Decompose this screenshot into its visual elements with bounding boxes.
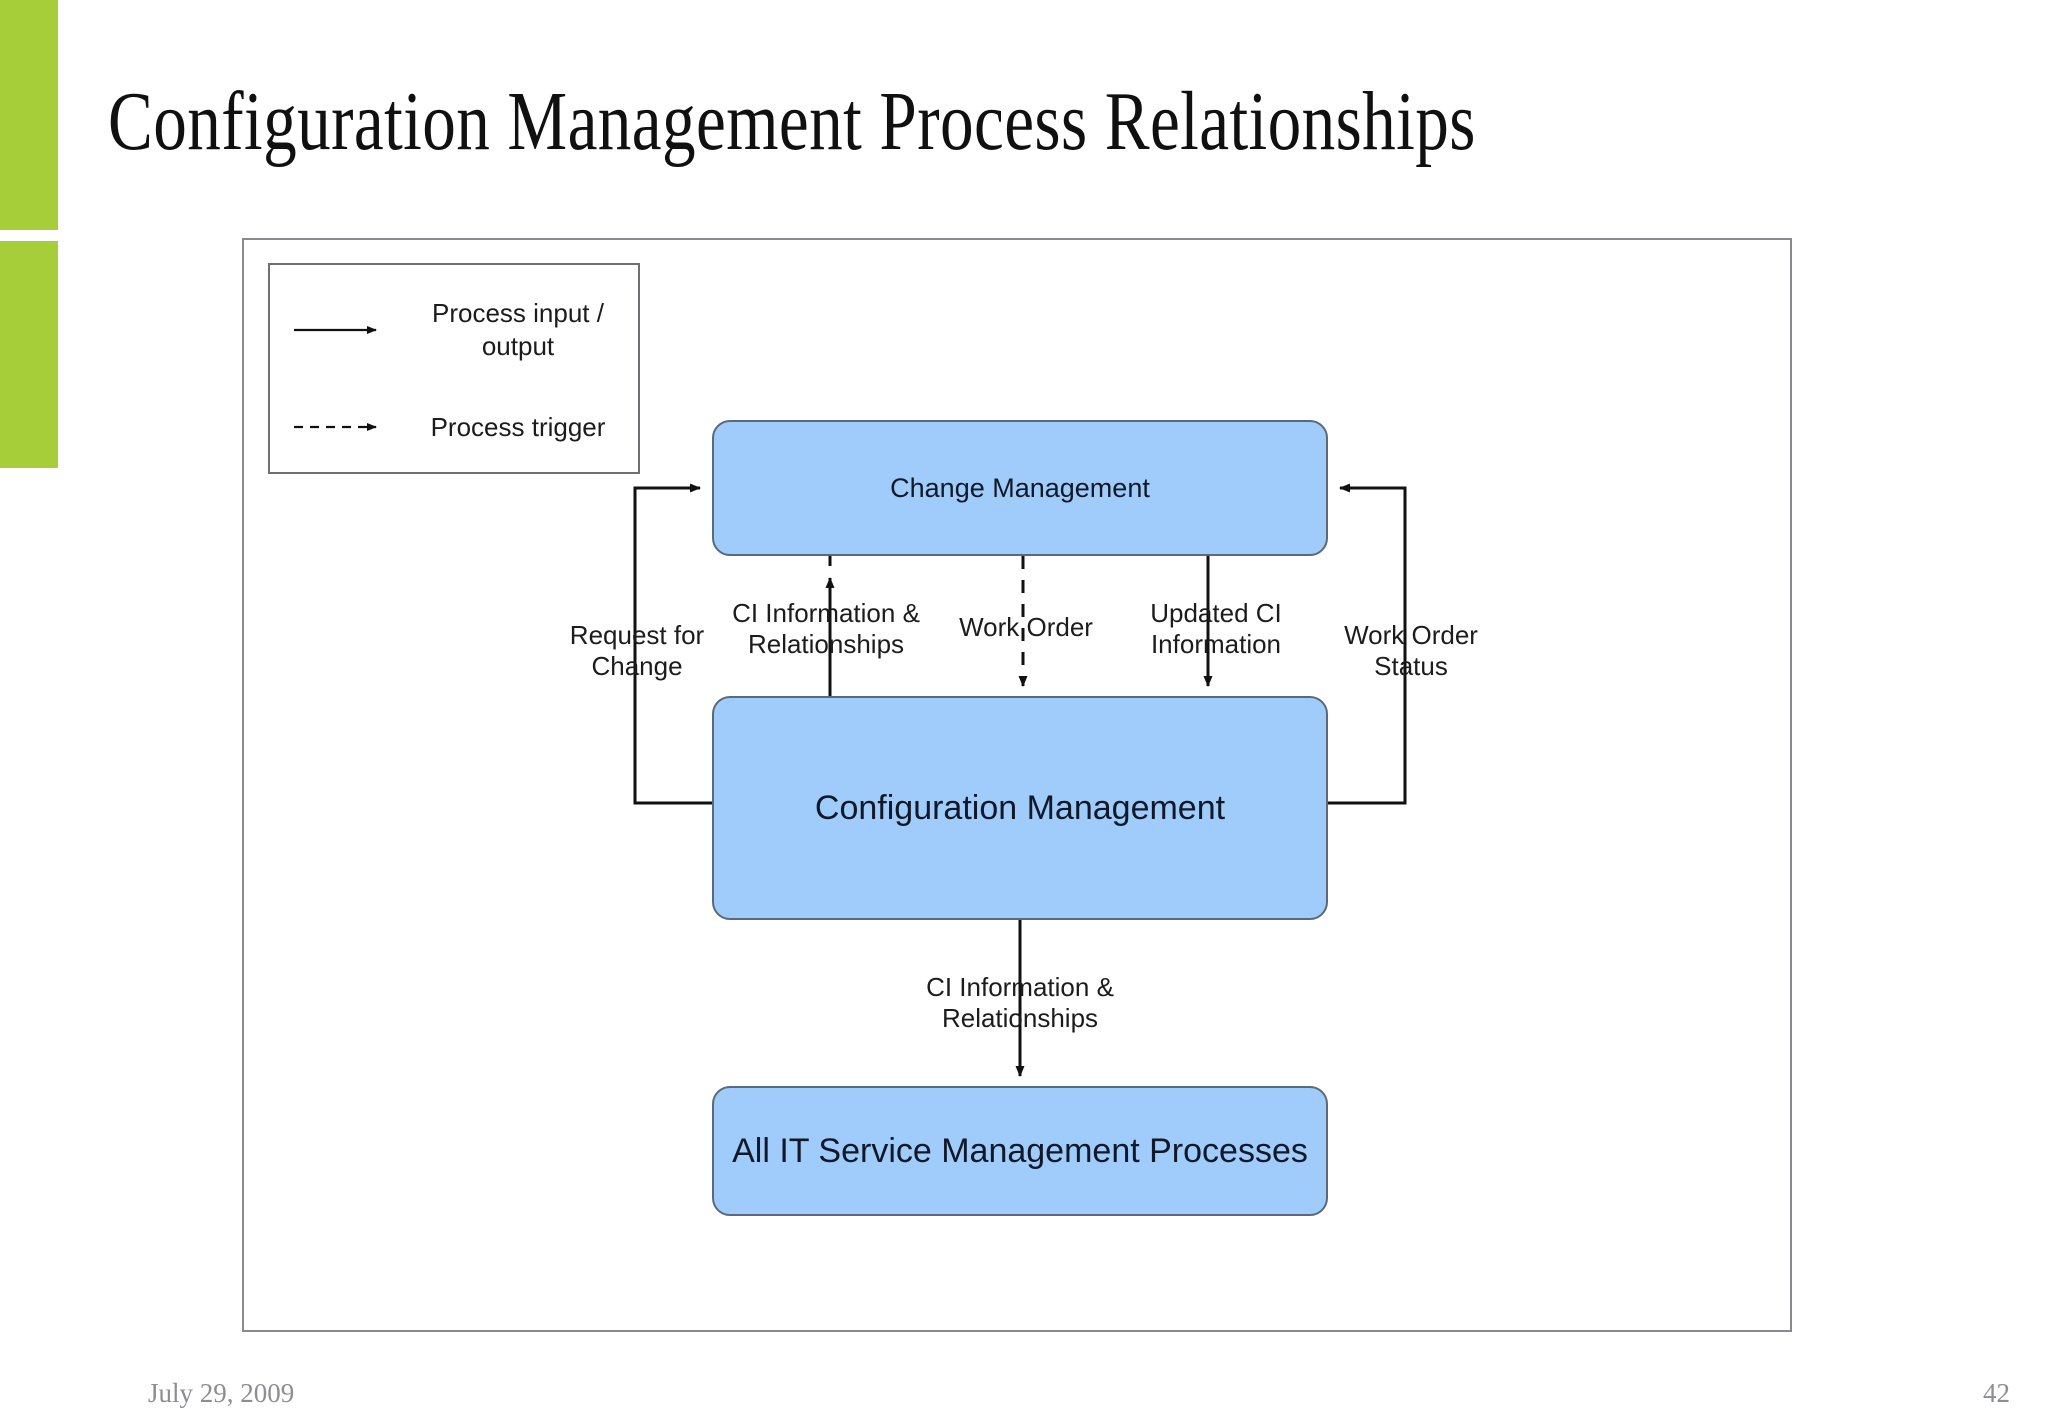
- node-change-management[interactable]: Change Management: [712, 420, 1328, 556]
- edge-label-request-for-change: Request for Change: [569, 620, 705, 682]
- legend-label-process-input-output: Process input / output: [432, 298, 604, 361]
- node-all-itsm-processes[interactable]: All IT Service Management Processes: [712, 1086, 1328, 1216]
- legend-item-process-trigger: Process trigger: [292, 411, 618, 444]
- page-title: Configuration Management Process Relatio…: [108, 75, 1476, 168]
- edge-label-ci-information-relationships-down: CI Information & Relationships: [926, 972, 1114, 1034]
- node-label-all-itsm-processes: All IT Service Management Processes: [732, 1131, 1308, 1170]
- edge-label-work-order-status: Work Order Status: [1344, 620, 1478, 682]
- edge-label-ci-information-relationships-up: CI Information & Relationships: [732, 598, 920, 660]
- accent-bar-top: [0, 0, 58, 230]
- solid-arrow-icon: [294, 325, 377, 334]
- node-label-configuration-management: Configuration Management: [814, 788, 1226, 827]
- node-label-change-management: Change Management: [890, 472, 1150, 503]
- node-configuration-management[interactable]: Configuration Management: [712, 696, 1328, 920]
- legend-label-process-trigger: Process trigger: [430, 412, 606, 442]
- edge-label-work-order: Work Order: [959, 612, 1093, 642]
- footer-date: July 29, 2009: [148, 1378, 295, 1408]
- edge-label-updated-ci-information: Updated CI Information: [1150, 598, 1282, 660]
- legend: Process input / output Process trigger: [268, 263, 640, 474]
- footer-page-number: 42: [1983, 1378, 2010, 1408]
- accent-bar-bottom: [0, 241, 58, 468]
- dashed-arrow-icon: [294, 423, 377, 432]
- legend-item-process-input-output: Process input / output: [292, 297, 618, 362]
